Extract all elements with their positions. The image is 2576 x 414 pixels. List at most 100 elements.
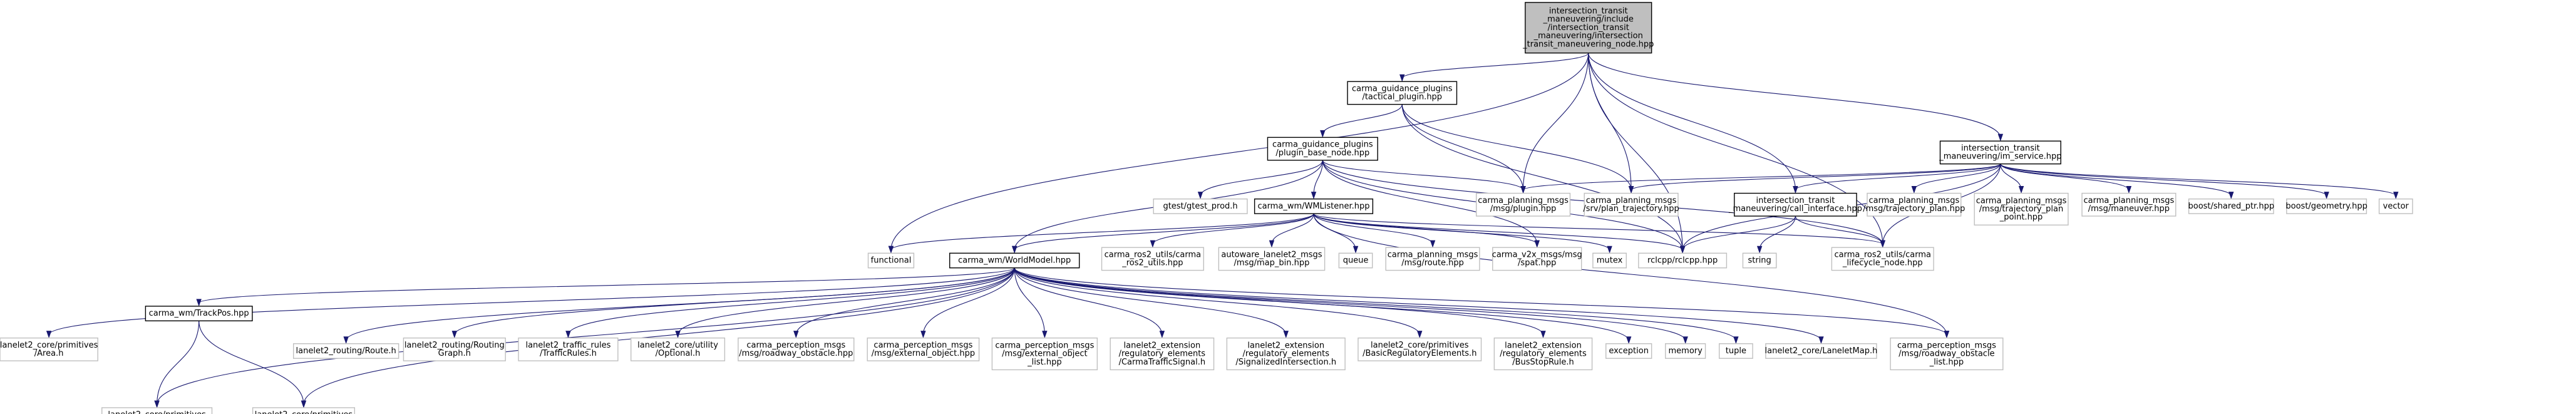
node-label-line: /msg/plugin.hpp (1490, 204, 1557, 214)
dependency-edge (1914, 163, 2001, 190)
node-label-line: carma_planning_msgs (1868, 196, 1959, 205)
node-label-line: carma_planning_msgs (2084, 196, 2175, 205)
dependency-edge (1014, 267, 1163, 335)
edge-arrowhead (2126, 186, 2132, 194)
node-label-line: _lifecycle_node.hpp (1842, 259, 1923, 268)
node-point-h: lanelet2_core/primitives/Point.h (252, 407, 356, 414)
dependency-edge (1152, 213, 1314, 245)
dependency-edge (1401, 53, 1589, 79)
node-label-line: boost/geometry.hpp (2285, 202, 2367, 211)
node-maneuver: carma_planning_msgs/msg/maneuver.hpp (2081, 192, 2177, 217)
edge-arrowhead (1534, 240, 1540, 248)
node-roadway-obstacle: carma_perception_msgs/msg/roadway_obstac… (738, 337, 855, 361)
node-label-line: lanelet2_routing/Route.h (296, 346, 396, 356)
node-wm-listener[interactable]: carma_wm/WMListener.hpp (1254, 198, 1374, 214)
node-box (2081, 192, 2177, 217)
dependency-edge (1795, 215, 1883, 245)
edge-arrowhead (888, 246, 894, 254)
node-box (867, 337, 980, 361)
node-queue: queue (1338, 252, 1373, 269)
node-label-line: /srv/plan_trajectory.hpp (1583, 204, 1679, 214)
node-label-line: /Area.h (34, 349, 64, 358)
node-label-line: carma_perception_msgs (995, 341, 1094, 350)
node-plugin-base-node[interactable]: carma_guidance_plugins/plugin_base_node.… (1267, 137, 1378, 161)
node-traffic-rules: lanelet2_traffic_rules/TrafficRules.h (518, 337, 619, 361)
dependency-edge (454, 267, 1015, 335)
node-label-line: /regulatory_elements (1500, 349, 1587, 359)
node-label-line: memory (1669, 346, 1703, 356)
node-label-line: /SignalizedIntersection.h (1235, 358, 1336, 367)
dependency-edge (1313, 213, 1883, 245)
node-box (1267, 137, 1378, 161)
node-box (101, 407, 213, 414)
node-routing-route: lanelet2_routing/Route.h (292, 343, 399, 359)
node-box (1338, 252, 1373, 269)
node-mutex: mutex (1592, 252, 1627, 269)
node-call-interface[interactable]: intersection_transit_maneuvering/call_in… (1728, 192, 1862, 217)
node-label-line: _list.hpp (1929, 358, 1964, 367)
node-box (867, 252, 915, 269)
node-box (1605, 343, 1652, 359)
node-label-line: _maneuvering/include (1543, 15, 1634, 24)
dependency-edge (1313, 213, 1538, 245)
node-label-line: string (1748, 256, 1771, 266)
node-geometry: boost/geometry.hpp (2285, 198, 2367, 214)
node-box (2378, 198, 2413, 214)
node-box (1719, 343, 1753, 359)
dependency-edge (1313, 160, 1323, 196)
node-label-line: _point.hpp (1999, 213, 2043, 222)
node-box (630, 337, 726, 361)
dependency-edge (1588, 53, 1883, 245)
node-box (1890, 337, 2004, 371)
node-world-model[interactable]: carma_wm/WorldModel.hpp (949, 252, 1080, 269)
node-label-line: intersection_transit (1961, 143, 2040, 153)
edge-arrowhead (1818, 336, 1824, 344)
edge-arrowhead (1320, 130, 1326, 138)
node-lanelet-map: lanelet2_core/LaneletMap.h (1765, 343, 1877, 359)
node-spat: carma_v2x_msgs/msg/spat.hpp (1492, 247, 1582, 271)
node-label-line: /msg/map_bin.hpp (1234, 259, 1310, 268)
node-label-line: /msg/roadway_obstacle (1899, 349, 1994, 359)
dependency-edge (1014, 267, 1045, 335)
dependency-edge (1014, 267, 1420, 335)
node-label-line: /BasicRegulatoryElements.h (1363, 349, 1476, 358)
dependency-edge (1014, 267, 1947, 335)
node-tactical-plugin[interactable]: carma_guidance_plugins/tactical_plugin.h… (1347, 81, 1458, 105)
node-label-line: lanelet2_core/primitives (255, 410, 353, 414)
dependency-edge (1795, 163, 2001, 191)
dependency-edge (1313, 214, 1947, 335)
dependency-edge (677, 267, 1015, 335)
node-label-line: /BusStopRule.h (1512, 358, 1574, 367)
dependency-edge (198, 321, 304, 405)
edge-arrowhead (1607, 246, 1612, 254)
node-im-service[interactable]: intersection_transit_maneuvering/im_serv… (1939, 140, 2062, 165)
edge-arrowhead (1628, 186, 1634, 194)
node-label-line: /msg/trajectory_plan (1979, 205, 2063, 214)
edge-arrowhead (1625, 336, 1632, 344)
node-track-pos[interactable]: carma_wm/TrackPos.hpp (145, 306, 253, 321)
node-label-line: carma_planning_msgs (1478, 196, 1569, 205)
dependency-edge (1313, 213, 1610, 251)
dependency-edge (1014, 213, 1314, 251)
edge-arrowhead (301, 400, 307, 408)
node-label-line: intersection_transit (1756, 196, 1835, 205)
node-label-line: carma_wm/TrackPos.hpp (149, 309, 249, 318)
edge-arrowhead (1159, 331, 1165, 339)
node-label-line: lanelet2_traffic_rules (525, 341, 611, 350)
dependency-edge (1401, 104, 1524, 190)
node-label-line: carma_guidance_plugins (1272, 140, 1373, 150)
edge-arrowhead (1042, 331, 1048, 339)
node-box (1101, 247, 1204, 271)
node-plugin-msg: carma_planning_msgs/msg/plugin.hpp (1476, 192, 1571, 217)
node-label-line: /msg/external_object.hpp (872, 349, 975, 358)
dependency-edge (1313, 213, 1683, 251)
node-label-line: carma_planning_msgs (1388, 250, 1478, 259)
node-root[interactable]: intersection_transit_maneuvering/include… (1522, 2, 1654, 54)
node-box (1734, 192, 1857, 217)
node-label-line: _ros2_utils.hpp (1121, 259, 1183, 268)
edge-arrowhead (1399, 74, 1405, 82)
node-box (1493, 337, 1593, 371)
dependency-edge (1271, 214, 1314, 245)
edge-arrowhead (451, 331, 458, 339)
